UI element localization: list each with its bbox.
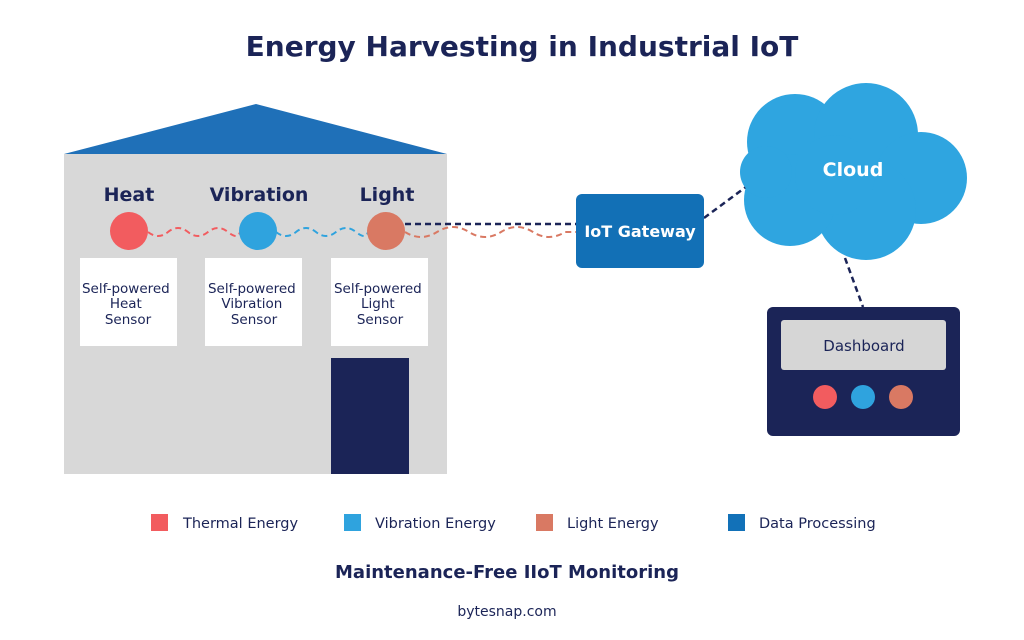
legend-label-data-processing: Data Processing [759, 516, 876, 532]
legend-label-thermal: Thermal Energy [182, 516, 299, 532]
heat-sensor-line-3: Sensor [105, 312, 152, 328]
dashboard-label: Dashboard [823, 337, 904, 355]
light-sensor-line-1: Self-powered [334, 281, 422, 297]
dashboard-screen [781, 320, 946, 370]
dashboard-vibration-indicator [851, 385, 875, 409]
heat-sensor-line-2: Heat [110, 296, 142, 312]
iot-gateway-box: IoT Gateway [576, 194, 704, 268]
legend: Thermal Energy Vibration Energy Light En… [151, 514, 876, 532]
legend-label-vibration: Vibration Energy [375, 516, 496, 532]
heat-label: Heat [104, 184, 155, 206]
thermal-energy-link [147, 227, 241, 237]
heat-sensor-node [110, 212, 148, 250]
gateway-label: IoT Gateway [584, 222, 696, 241]
legend-swatch-data-processing [728, 514, 745, 531]
cloud-to-dashboard-link [843, 257, 865, 308]
vibration-sensor-line-1: Self-powered [208, 281, 296, 297]
legend-swatch-thermal [151, 514, 168, 531]
diagram-subtitle: Maintenance-Free IIoT Monitoring [335, 562, 679, 583]
heat-sensor-line-1: Self-powered [82, 281, 170, 297]
light-energy-link [404, 226, 576, 238]
dashboard-panel: Dashboard [767, 307, 960, 436]
legend-label-light: Light Energy [567, 516, 659, 532]
source-credit: bytesnap.com [457, 604, 556, 620]
svg-text:Self-powered Light: Self-powered Light Sensor [334, 281, 426, 328]
svg-text:Self-powered Heat: Self-powered Heat Sensor [82, 281, 174, 328]
building-roof [64, 104, 447, 154]
light-sensor-line-3: Sensor [357, 312, 404, 328]
light-sensor-line-2: Light [361, 296, 395, 312]
vibration-sensor-node [239, 212, 277, 250]
vibration-sensor-card: Self-powered Vibration Sensor [205, 258, 302, 346]
light-sensor-card: Self-powered Light Sensor [331, 258, 428, 346]
legend-swatch-vibration [344, 514, 361, 531]
building-door [331, 358, 409, 474]
vibration-label: Vibration [210, 184, 309, 206]
gateway-to-cloud-link [703, 176, 759, 220]
light-sensor-node [367, 212, 405, 250]
svg-text:Self-powered Vibration: Self-powered Vibration Sensor [208, 281, 300, 328]
diagram-title: Energy Harvesting in Industrial IoT [246, 30, 799, 63]
dashboard-light-indicator [889, 385, 913, 409]
heat-sensor-card: Self-powered Heat Sensor [80, 258, 177, 346]
vibration-sensor-line-3: Sensor [231, 312, 278, 328]
dashboard-thermal-indicator [813, 385, 837, 409]
cloud-label: Cloud [823, 159, 884, 181]
legend-swatch-light [536, 514, 553, 531]
light-label: Light [360, 184, 415, 206]
cloud-shape: Cloud [740, 83, 967, 260]
vibration-energy-link [275, 227, 369, 237]
vibration-sensor-line-2: Vibration [221, 296, 282, 312]
